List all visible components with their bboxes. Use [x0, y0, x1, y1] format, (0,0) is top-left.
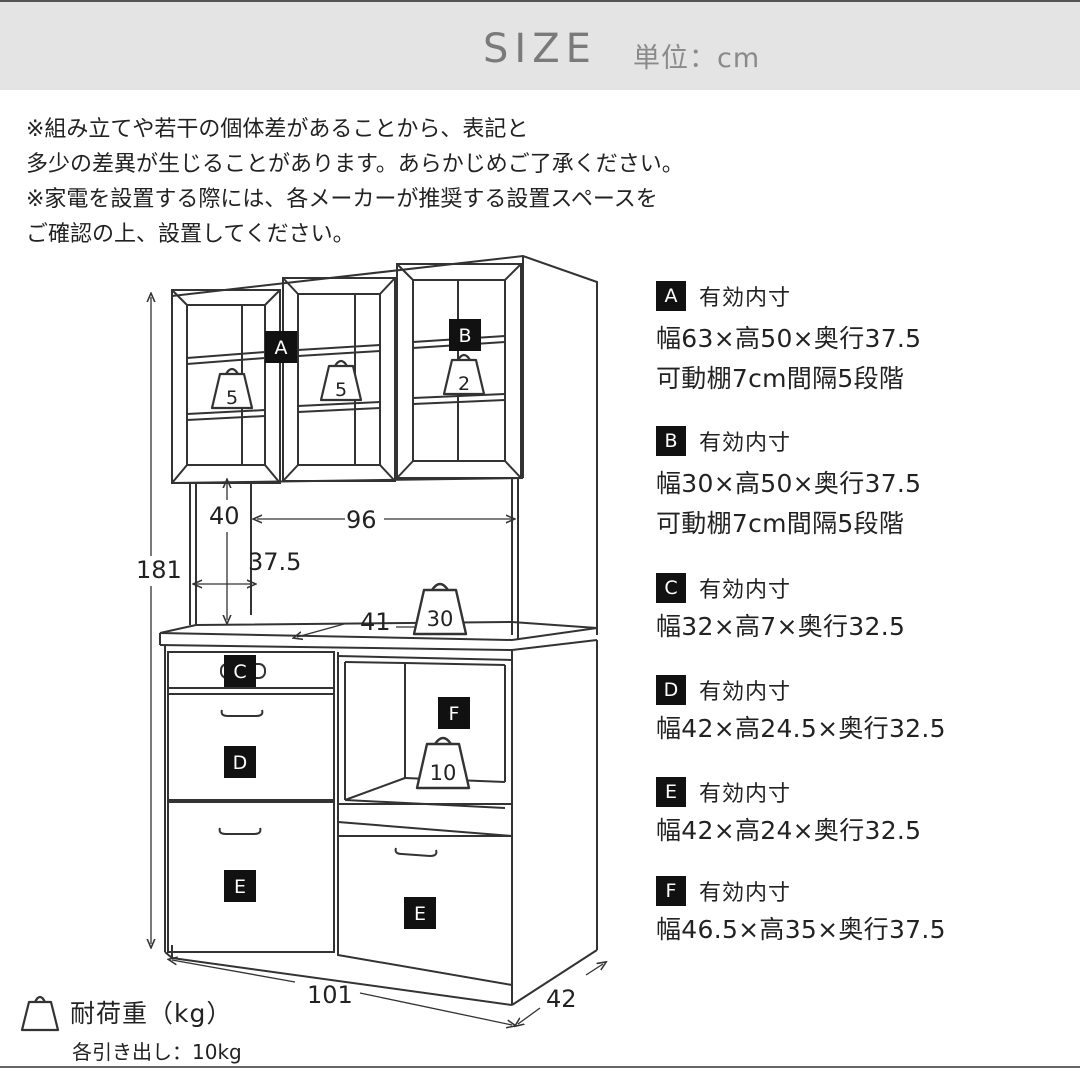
load-a1-label: 5 — [226, 387, 238, 409]
bottom-divider — [0, 1066, 1080, 1068]
dim-depth-label: 42 — [546, 985, 577, 1013]
weight-icon — [20, 995, 60, 1032]
note-line: ご確認の上、設置してください。 — [26, 222, 355, 247]
spec-a: A 有効内寸 幅63×高50×奥行37.5 可動棚7cm間隔5段階 — [656, 281, 1076, 399]
spec-badge: C — [656, 573, 686, 603]
header-bar: SIZE 単位：cm — [0, 0, 1080, 90]
zone-badge-d-label: D — [233, 752, 248, 774]
notes: ※組み立てや若干の個体差があることから、表記と 多少の差異が生じることがあります… — [26, 112, 786, 252]
spec-e: E 有効内寸 幅42×高24×奥行32.5 — [656, 777, 1076, 851]
spec-label: 有効内寸 — [699, 578, 792, 603]
spec-badge: A — [656, 281, 686, 311]
load-f-label: 10 — [430, 761, 457, 785]
zone-badge-e-right — [404, 897, 436, 929]
spec-label: 有効内寸 — [699, 782, 792, 807]
spec-d: D 有効内寸 幅42×高24.5×奥行32.5 — [656, 675, 1076, 749]
unit-label: 単位：cm — [633, 43, 761, 74]
zone-badge-e-right-label: E — [414, 903, 426, 925]
zone-badge-f-label: F — [449, 703, 460, 725]
spec-f: F 有効内寸 幅46.5×高35×奥行37.5 — [656, 876, 1076, 950]
spec-label: 有効内寸 — [699, 680, 792, 705]
load-a2-label: 5 — [335, 379, 347, 401]
load-b-label: 2 — [458, 373, 470, 395]
spec-badge: B — [656, 426, 686, 456]
zone-badge-c — [224, 655, 256, 687]
spec-c: C 有効内寸 幅32×高7×奥行32.5 — [656, 573, 1076, 647]
drawer-handles — [218, 663, 438, 858]
spec-line: 可動棚7cm間隔5段階 — [656, 364, 905, 393]
dim-inner-width-label: 96 — [346, 506, 377, 534]
spec-line: 可動棚7cm間隔5段階 — [656, 509, 905, 538]
load-counter-label: 30 — [427, 607, 454, 631]
spec-line: 幅42×高24×奥行32.5 — [656, 816, 922, 845]
dimension-lines — [151, 297, 603, 1025]
zone-badge-f — [438, 697, 470, 729]
spec-line: 幅30×高50×奥行37.5 — [656, 469, 922, 498]
zone-badge-e-left — [224, 870, 256, 902]
dim-gap-height-label: 40 — [209, 502, 240, 530]
spec-line: 幅46.5×高35×奥行37.5 — [656, 915, 946, 944]
spec-label: 有効内寸 — [699, 286, 792, 311]
note-line: ※家電を設置する際には、各メーカーが推奨する設置スペースを — [26, 187, 658, 212]
dim-height-label: 181 — [136, 556, 182, 584]
spec-b: B 有効内寸 幅30×高50×奥行37.5 可動棚7cm間隔5段階 — [656, 426, 1076, 544]
zone-badge-e-left-label: E — [234, 876, 246, 898]
spec-badge: D — [656, 675, 686, 705]
spec-line: 幅63×高50×奥行37.5 — [656, 324, 922, 353]
dim-gap-depth-label: 37.5 — [248, 548, 301, 576]
zone-badge-b-label: B — [458, 325, 471, 347]
zone-badge-d — [224, 746, 256, 778]
page-title: SIZE — [483, 26, 597, 72]
spec-badge: E — [656, 777, 686, 807]
zone-badge-a-label: A — [275, 337, 288, 359]
dim-width-label: 101 — [307, 981, 353, 1009]
dim-counter-depth-label: 41 — [360, 608, 391, 636]
cabinet-outline — [159, 254, 598, 1006]
zone-badge-a — [265, 331, 297, 363]
spec-label: 有効内寸 — [699, 431, 792, 456]
note-line: ※組み立てや若干の個体差があることから、表記と — [26, 117, 529, 142]
legend-title: 耐荷重（kg） — [70, 999, 233, 1028]
zone-badge-b — [449, 319, 481, 351]
spec-line: 幅42×高24.5×奥行32.5 — [656, 714, 946, 743]
zone-badge-c-label: C — [233, 661, 246, 683]
legend-subtitle: 各引き出し：10kg — [72, 1040, 242, 1064]
spec-badge: F — [656, 876, 686, 906]
note-line: 多少の差異が生じることがあります。あらかじめご了承ください。 — [26, 152, 684, 177]
spec-label: 有効内寸 — [699, 881, 792, 906]
spec-line: 幅32×高7×奥行32.5 — [656, 612, 906, 641]
